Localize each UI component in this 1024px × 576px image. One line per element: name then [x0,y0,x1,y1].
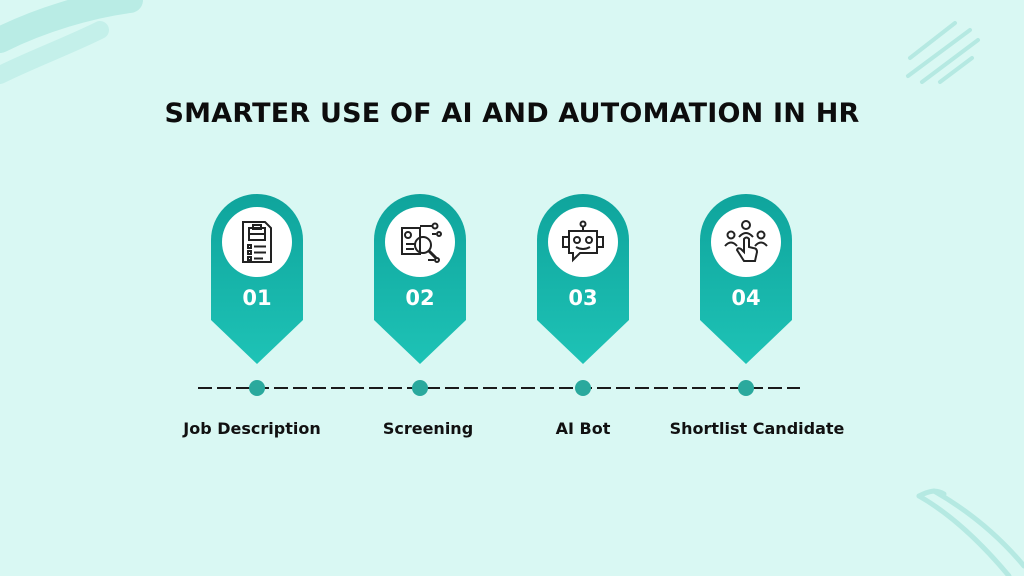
top-right-hatch-decoration [906,21,980,84]
top-left-brush-decoration [0,0,143,84]
timeline-node-3 [575,380,591,396]
step-label-4: Shortlist Candidate [669,419,845,438]
step-label-3: AI Bot [555,419,611,438]
step-number: 02 [405,286,435,310]
screening-magnifier-icon [401,222,442,263]
step-number: 03 [568,286,598,310]
robot-chat-icon [562,220,604,263]
step-number: 01 [242,286,272,310]
icon-badge [548,207,618,277]
job-description-document-icon [242,221,272,263]
select-candidate-icon [724,220,768,262]
step-4: 04 [700,194,792,366]
page-title: SMARTER USE OF AI AND AUTOMATION IN HR [164,98,860,129]
icon-badge [385,207,455,277]
step-number: 04 [731,286,761,310]
timeline [198,380,800,396]
step-3: 03 [537,194,629,366]
step-1: 01 [211,194,303,366]
bottom-right-loop-decoration [916,488,1024,576]
icon-badge [711,207,781,277]
timeline-node-4 [738,380,754,396]
step-label-1: Job Description [183,419,321,438]
step-2: 02 [374,194,466,366]
step-label-2: Screening [382,419,474,438]
icon-badge [222,207,292,277]
timeline-node-1 [249,380,265,396]
timeline-node-2 [412,380,428,396]
